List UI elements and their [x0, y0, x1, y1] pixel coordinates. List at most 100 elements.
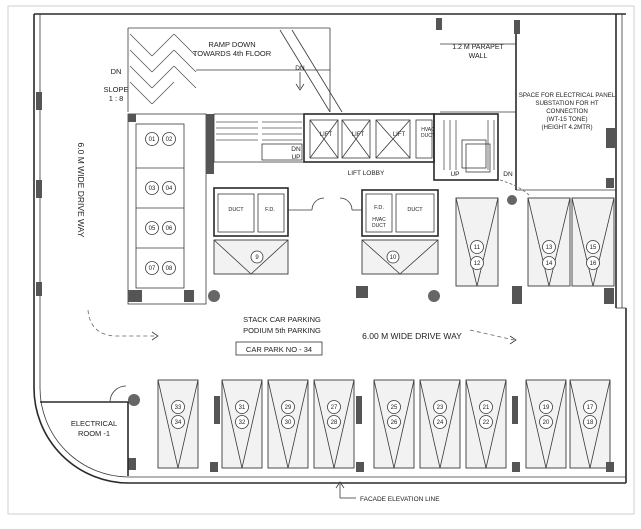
slot-circle: [542, 240, 556, 254]
slot-number: 9: [255, 255, 259, 261]
slot-number: 23: [437, 405, 444, 411]
parking-slot-27: 27: [327, 400, 341, 414]
slot-circle: [145, 181, 159, 195]
slot-circle: [433, 415, 447, 429]
slot-circle: [145, 132, 159, 146]
parapet-label-2: WALL: [469, 53, 488, 60]
outer-boundary: [33, 13, 627, 484]
slot-number: 15: [590, 245, 597, 251]
slot-number: 13: [546, 245, 553, 251]
drive-arrows: [87, 309, 517, 345]
panel-label-5: (HEIGHT 4.2MTR): [541, 124, 592, 131]
parking-slot-30: 30: [281, 415, 295, 429]
slot-number: 14: [546, 261, 553, 267]
slot-circle: [479, 400, 493, 414]
slot-number: 31: [239, 405, 246, 411]
slot-circle: [387, 400, 401, 414]
slot-circle: [387, 415, 401, 429]
bottom-slot-outline: [313, 379, 355, 469]
drive-way-left-label: 6.0 M WIDE DRIVE WAY: [76, 143, 86, 238]
left-stack-slots: [128, 123, 194, 302]
slot-circle: [171, 400, 185, 414]
bottom-slot-marker: [267, 379, 309, 469]
slope-label-2: 1 : 8: [109, 94, 124, 103]
up-stair-right-label: UP: [450, 171, 459, 178]
panel-label-2: SUBSTATION FOR HT: [535, 100, 599, 107]
lift-label-3: LIFT: [393, 132, 406, 138]
parapet-wall: [440, 22, 616, 191]
slot-number: 24: [437, 420, 444, 426]
parking-slot-02: 02: [162, 132, 176, 146]
parking-slot-26: 26: [387, 415, 401, 429]
slot-circle: [479, 415, 493, 429]
bottom-slot-marker: [569, 379, 611, 469]
side-columns: [36, 18, 616, 296]
bottom-slot-marker: [465, 379, 507, 469]
panel-label-4: (WT-15 TONE): [546, 116, 587, 123]
lift-lobby-label: LIFT LOBBY: [348, 170, 385, 177]
stack-label-1: STACK CAR PARKING: [243, 315, 321, 324]
parking-slot-05: 05: [145, 221, 159, 235]
slope-label-1: SLOPE: [103, 85, 128, 94]
parking-slot-14: 14: [542, 256, 556, 270]
dn-stair-left-label: DN: [291, 146, 301, 153]
slot-number: 34: [175, 420, 182, 426]
ramp: [127, 27, 343, 113]
parapet-label-1: 1.2 M PARAPET: [452, 44, 504, 51]
facade-label: FACADE ELEVATION LINE: [360, 496, 440, 503]
slot-circle: [281, 400, 295, 414]
slot-circle: [586, 256, 600, 270]
hvac-top-label-1: HVAC: [421, 127, 435, 133]
facade-pointer: [335, 481, 356, 499]
parking-slot-25: 25: [387, 400, 401, 414]
slot-number: 30: [285, 420, 292, 426]
slot-number: 08: [166, 266, 173, 272]
parking-slot-03: 03: [145, 181, 159, 195]
slot-circle: [162, 181, 176, 195]
bottom-slot-marker: [373, 379, 415, 469]
single-slots: [213, 239, 439, 275]
parking-slot-01: 01: [145, 132, 159, 146]
slot-number: 20: [543, 420, 550, 426]
parking-slot-34: 34: [171, 415, 185, 429]
parking-slot-21: 21: [479, 400, 493, 414]
parking-slot-07: 07: [145, 261, 159, 275]
slot-circle: [235, 415, 249, 429]
parking-slot-9: 9: [250, 250, 264, 264]
slot-number: 16: [590, 261, 597, 267]
parking-slot-10: 10: [386, 250, 400, 264]
parking-slot-15: 15: [586, 240, 600, 254]
drive-way-right-label: 6.00 M WIDE DRIVE WAY: [362, 331, 462, 341]
parking-slot-11: 11: [470, 240, 484, 254]
parking-slot-28: 28: [327, 415, 341, 429]
slot-number: 06: [166, 226, 173, 232]
slot-circle: [145, 221, 159, 235]
slot-circle: [162, 261, 176, 275]
slot-number: 27: [331, 405, 338, 411]
slot-number: 03: [149, 186, 156, 192]
slot-circle: [542, 256, 556, 270]
parking-slot-13: 13: [542, 240, 556, 254]
panel-label-1: SPACE FOR ELECTRICAL PANEL: [519, 92, 616, 99]
slot-number: 28: [331, 420, 338, 426]
bottom-slot-marker: [525, 379, 567, 469]
ramp-label-2: TOWARDS 4th FLOOR: [193, 49, 272, 58]
dn-mid-label: DN: [295, 65, 305, 72]
right-top-slots: [208, 195, 615, 304]
electrical-room: [40, 385, 129, 476]
parking-slot-04: 04: [162, 181, 176, 195]
slot-circle: [327, 415, 341, 429]
bottom-columns: [128, 394, 614, 472]
duct-label-1: DUCT: [228, 207, 244, 213]
slot-number: 12: [474, 261, 481, 267]
slot-circle: [250, 250, 264, 264]
parking-slot-19: 19: [539, 400, 553, 414]
slot-circle: [386, 250, 400, 264]
slot-circle: [162, 221, 176, 235]
fd-label-2: F.D.: [374, 205, 384, 211]
slot-number: 32: [239, 420, 246, 426]
lift-label-1: LIFT: [320, 132, 333, 138]
slot-circle: [433, 400, 447, 414]
